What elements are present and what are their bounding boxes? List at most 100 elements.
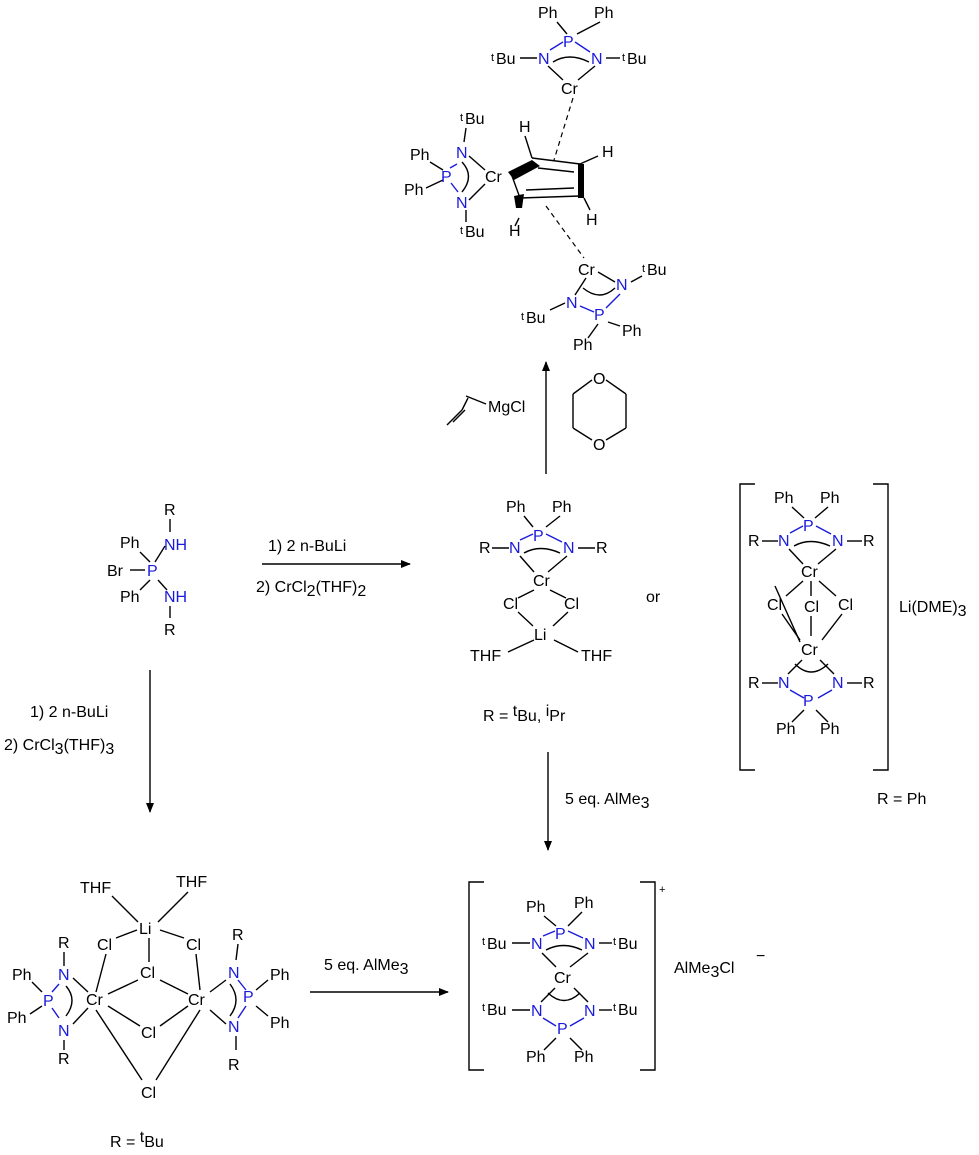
- br-bu-br: Bu: [618, 1002, 638, 1019]
- br-tbu-sup-bl: t: [482, 1002, 485, 1014]
- bl-l-r-top: R: [58, 935, 70, 952]
- top-left-n-top: N: [456, 145, 468, 162]
- bottom-left-dichromium: THF THF Li Cl Cl Cl Cl Cl Cr Cr R N Ph P…: [7, 874, 290, 1151]
- center-down-arrow-step: 5 eq. AlMe3: [544, 752, 650, 851]
- top-upper-ph-left: Ph: [538, 5, 558, 22]
- bottom-right-arrow-step: 5 eq. AlMe3: [310, 957, 449, 996]
- top-lower-bu-l: Bu: [526, 310, 546, 327]
- br-n-tl: N: [531, 936, 543, 953]
- right-arrow-step: 1) 2 n-BuLi 2) CrCl2(THF)2: [256, 538, 411, 600]
- up-arrow-step: MgCl O O: [446, 361, 627, 474]
- top-lower-tbu-sup-r: t: [642, 263, 645, 275]
- left-down-reagent-1: 1) 2 n-BuLi: [30, 704, 108, 721]
- top-upper-ph-right: Ph: [594, 5, 614, 22]
- or-label: or: [646, 589, 661, 606]
- br-ph-bl: Ph: [526, 1049, 546, 1066]
- left-down-arrow-step: 1) 2 n-BuLi 2) CrCl3(THF)3: [4, 670, 154, 813]
- rs-ph-tl: Ph: [774, 490, 794, 507]
- bl-r-definition: R = tBu: [110, 1129, 164, 1151]
- top-product-structure: Ph Ph P t Bu N N t Bu Cr t Bu N Ph Ph P …: [404, 5, 667, 354]
- br-tbu-sup-tr: t: [613, 936, 616, 948]
- sm-r-top: R: [164, 502, 176, 519]
- rs-r-bl: R: [748, 675, 760, 692]
- bl-r-n-top: N: [228, 965, 240, 982]
- bl-l-ph-top: Ph: [12, 967, 32, 984]
- c-ph-left: Ph: [506, 499, 526, 516]
- c-cr: Cr: [533, 573, 551, 590]
- c-thf-left: THF: [470, 648, 501, 665]
- bl-l-p: P: [43, 993, 54, 1010]
- br-ph-tl: Ph: [526, 899, 546, 916]
- br-p-top: P: [555, 926, 566, 943]
- bl-cl-4: Cl: [141, 1025, 156, 1042]
- rs-ph-br: Ph: [820, 721, 840, 738]
- vinyl-mgcl-label: MgCl: [488, 399, 525, 416]
- bl-thf-right: THF: [176, 874, 207, 891]
- c-n-left: N: [509, 540, 521, 557]
- top-upper-cr: Cr: [561, 81, 579, 98]
- c-r-left: R: [479, 540, 491, 557]
- c-r-definition: R = tBu, iPr: [483, 703, 566, 725]
- top-upper-n-left: N: [538, 51, 550, 68]
- br-n-bl: N: [531, 1003, 543, 1020]
- br-cr: Cr: [554, 970, 572, 987]
- top-h-2: H: [602, 144, 614, 161]
- top-h-4: H: [586, 212, 598, 229]
- sm-ph-bottom: Ph: [120, 589, 140, 606]
- bl-r-n-bottom: N: [228, 1019, 240, 1036]
- sm-nh-bottom: NH: [164, 589, 187, 606]
- top-left-ph-top: Ph: [410, 147, 430, 164]
- sm-p: P: [147, 563, 158, 580]
- br-bu-tl: Bu: [487, 936, 507, 953]
- bl-l-n-bottom: N: [58, 1023, 70, 1040]
- top-left-n-bottom: N: [456, 195, 468, 212]
- top-lower-n-left: N: [566, 295, 578, 312]
- bl-li: Li: [139, 921, 151, 938]
- br-tbu-sup-tl: t: [482, 936, 485, 948]
- top-lower-ph-r: Ph: [622, 323, 642, 340]
- rs-cr-top: Cr: [801, 564, 819, 581]
- br-n-tr: N: [584, 936, 596, 953]
- c-ph-right: Ph: [552, 499, 572, 516]
- top-left-p: P: [441, 169, 452, 186]
- bl-l-n-top: N: [58, 967, 70, 984]
- br-tbu-sup-br: t: [613, 1002, 616, 1014]
- rs-ph-tr: Ph: [820, 490, 840, 507]
- bl-cl-3: Cl: [140, 965, 155, 982]
- br-counterion: AlMe3Cl: [674, 960, 734, 981]
- top-lower-ph-l: Ph: [573, 337, 593, 354]
- bl-r-r-bottom: R: [228, 1057, 240, 1074]
- br-bu-tr: Bu: [618, 936, 638, 953]
- c-thf-right: THF: [581, 648, 612, 665]
- br-p-bottom: P: [557, 1021, 568, 1038]
- rs-r-br: R: [863, 675, 875, 692]
- top-h-1: H: [519, 119, 531, 136]
- bl-r-p: P: [243, 989, 254, 1006]
- c-p: P: [533, 528, 544, 545]
- dioxane-o-bottom: O: [593, 437, 605, 454]
- top-lower-n-right: N: [616, 277, 628, 294]
- sm-nh-top: NH: [164, 537, 187, 554]
- rs-r-definition: R = Ph: [877, 791, 926, 808]
- bl-r-ph-top: Ph: [270, 967, 290, 984]
- rs-r-tl: R: [748, 533, 760, 550]
- br-charge-plus: +: [659, 884, 665, 896]
- top-left-cr: Cr: [485, 169, 503, 186]
- bl-l-r-bottom: R: [58, 1051, 70, 1068]
- sm-r-bottom: R: [164, 622, 176, 639]
- br-bu-bl: Bu: [487, 1002, 507, 1019]
- top-upper-n-right: N: [591, 51, 603, 68]
- rs-cr-bottom: Cr: [801, 642, 819, 659]
- bottom-right-cation: + Ph Ph P t Bu N N t Bu Cr t Bu N N t Bu…: [468, 881, 765, 1071]
- top-left-tbu-sup-t: t: [460, 112, 463, 124]
- top-upper-bu-r: Bu: [627, 51, 647, 68]
- rs-ph-bl: Ph: [776, 721, 796, 738]
- bl-cl-5: Cl: [141, 1085, 156, 1102]
- rs-cl-left: Cl: [767, 597, 782, 614]
- br-charge-minus: −: [756, 948, 765, 965]
- right-arrow-reagent-2: 2) CrCl2(THF)2: [256, 579, 366, 600]
- br-n-br: N: [584, 1003, 596, 1020]
- bl-r-ph-bottom: Ph: [270, 1015, 290, 1032]
- bl-cl-2: Cl: [186, 937, 201, 954]
